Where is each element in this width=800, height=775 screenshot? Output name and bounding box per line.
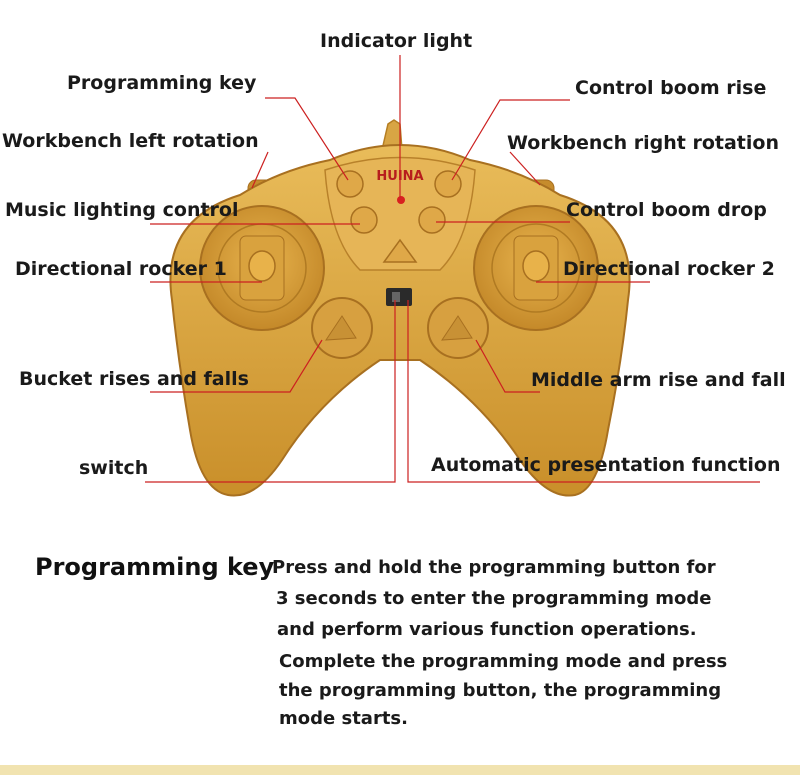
leader-control-boom-rise: [451, 99, 570, 181]
description-line: the programming button, the programming: [279, 680, 722, 701]
label-automatic-presentation-function: Automatic presentation function: [431, 454, 781, 476]
description-line: Press and hold the programming button fo…: [272, 557, 716, 578]
label-switch: switch: [79, 457, 149, 479]
leader-switch: [145, 300, 396, 483]
description-line: and perform various function operations.: [277, 619, 697, 640]
label-middle-arm-rise-and-fall: Middle arm rise and fall: [531, 369, 786, 391]
leader-workbench-right: [509, 151, 541, 186]
description-line: 3 seconds to enter the programming mode: [276, 588, 712, 609]
label-workbench-left-rotation: Workbench left rotation: [2, 130, 259, 152]
label-workbench-right-rotation: Workbench right rotation: [507, 132, 779, 154]
controller-body: [169, 119, 631, 497]
label-control-boom-drop: Control boom drop: [566, 199, 767, 221]
controller-diagram: HUINA: [145, 55, 760, 497]
leader-workbench-left: [251, 151, 269, 189]
label-directional-rocker-2: Directional rocker 2: [563, 258, 775, 280]
leader-bucket: [150, 339, 323, 393]
label-programming-key: Programming key: [67, 72, 257, 94]
bottom-divider: [0, 765, 800, 775]
leader-programming-key: [265, 97, 349, 181]
description-line: mode starts.: [279, 708, 408, 729]
label-bucket-rises-and-falls: Bucket rises and falls: [19, 368, 249, 390]
label-control-boom-rise: Control boom rise: [575, 77, 767, 99]
leader-middle-arm: [475, 339, 540, 393]
description-title: Programming key: [35, 553, 275, 581]
leader-lines: [145, 55, 760, 483]
label-directional-rocker-1: Directional rocker 1: [15, 258, 227, 280]
label-music-lighting-control: Music lighting control: [5, 199, 239, 221]
description-line: Complete the programming mode and press: [279, 651, 728, 672]
label-indicator-light: Indicator light: [320, 30, 473, 52]
leader-auto-presentation: [407, 300, 760, 483]
